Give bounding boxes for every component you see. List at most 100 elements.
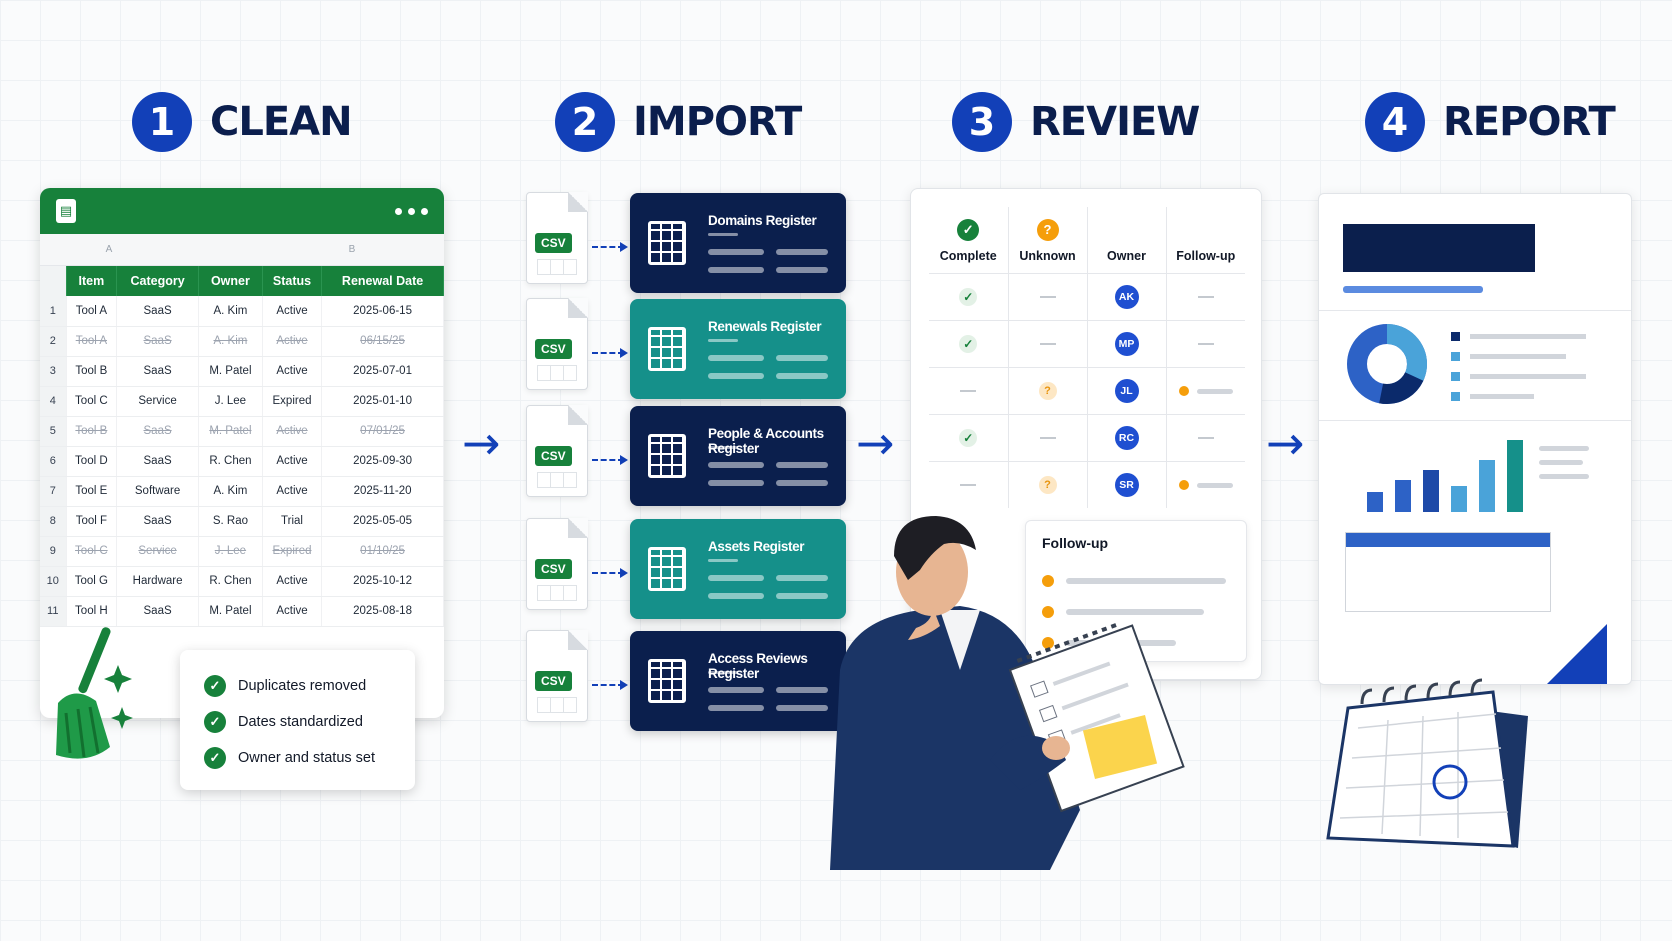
check-icon: ✓ [204, 711, 226, 733]
table-cell[interactable]: 06/15/25 [321, 326, 444, 357]
table-cell[interactable]: Active [262, 566, 323, 597]
table-cell[interactable]: SaaS [116, 356, 199, 387]
step-label: REVIEW [1030, 99, 1200, 145]
review-row[interactable]: ?SR [929, 460, 1245, 508]
csv-file-icon: CSV [526, 630, 588, 722]
review-row[interactable]: ✓RC [929, 413, 1245, 461]
table-cell[interactable]: Tool C [66, 386, 118, 417]
register-card[interactable]: Domains Register [630, 193, 846, 293]
table-cell[interactable]: A. Kim [198, 476, 263, 507]
table-cell[interactable]: Tool D [66, 446, 118, 477]
table-cell[interactable]: Tool A [66, 296, 118, 327]
table-cell[interactable]: SaaS [116, 446, 199, 477]
table-cell[interactable]: SaaS [116, 416, 199, 447]
table-cell[interactable]: Tool A [66, 326, 118, 357]
table-cell[interactable]: Active [262, 476, 323, 507]
review-row[interactable]: ?JL [929, 366, 1245, 414]
table-cell[interactable]: J. Lee [198, 386, 263, 417]
table-icon [648, 221, 686, 265]
table-cell[interactable]: R. Chen [198, 446, 263, 477]
table-cell[interactable]: M. Patel [198, 416, 263, 447]
table-cell[interactable]: Expired [262, 386, 323, 417]
table-cell[interactable]: Trial [262, 506, 323, 537]
table-cell[interactable]: Tool H [66, 596, 118, 627]
table-cell[interactable]: 2025-07-01 [321, 356, 444, 387]
table-cell[interactable]: 2025-11-20 [321, 476, 444, 507]
table-cell[interactable]: Tool B [66, 416, 118, 447]
table-cell[interactable]: 07/01/25 [321, 416, 444, 447]
table-cell[interactable]: Active [262, 326, 323, 357]
table-cell[interactable]: 2025-08-18 [321, 596, 444, 627]
table-cell[interactable]: 2025-09-30 [321, 446, 444, 477]
csv-label: CSV [535, 233, 572, 253]
table-cell[interactable]: A. Kim [198, 326, 263, 357]
check-icon: ✓ [959, 428, 978, 447]
table-cell[interactable]: SaaS [116, 506, 199, 537]
more-options-icon[interactable] [395, 207, 428, 215]
table-cell[interactable]: Tool E [66, 476, 118, 507]
register-card[interactable]: Assets Register [630, 519, 846, 619]
table-cell[interactable]: 01/10/25 [321, 536, 444, 567]
table-cell[interactable]: J. Lee [198, 536, 263, 567]
table-cell[interactable]: Active [262, 356, 323, 387]
table-cell[interactable]: M. Patel [198, 356, 263, 387]
table-cell[interactable]: M. Patel [198, 596, 263, 627]
table-cell[interactable]: SaaS [116, 296, 199, 327]
table-cell[interactable]: Expired [262, 536, 323, 567]
table-cell[interactable]: Service [116, 386, 199, 417]
table-cell[interactable]: Service [116, 536, 199, 567]
table-cell[interactable]: 2025-06-15 [321, 296, 444, 327]
table-cell[interactable]: SaaS [116, 596, 199, 627]
table-cell[interactable]: R. Chen [198, 566, 263, 597]
arrow-right-icon: → [1266, 416, 1305, 470]
table-cell[interactable]: Hardware [116, 566, 199, 597]
column-header[interactable]: Item [66, 266, 118, 296]
column-header[interactable]: Status [262, 266, 323, 296]
review-row[interactable]: ✓MP [929, 319, 1245, 367]
step-number: 2 [555, 92, 615, 152]
question-icon: ? [1038, 381, 1057, 400]
dashed-arrow [592, 242, 628, 252]
table-cell[interactable]: S. Rao [198, 506, 263, 537]
register-card[interactable]: Renewals Register [630, 299, 846, 399]
table-cell[interactable]: Tool B [66, 356, 118, 387]
table-cell[interactable]: SaaS [116, 326, 199, 357]
table-cell[interactable]: Tool C [66, 536, 118, 567]
register-card[interactable]: Access Reviews Register [630, 631, 846, 731]
followup-title: Follow-up [1042, 535, 1109, 551]
table-cell[interactable]: Software [116, 476, 199, 507]
select-all-cell[interactable] [40, 266, 67, 296]
check-label: Owner and status set [238, 750, 376, 766]
table-cell[interactable]: Active [262, 596, 323, 627]
table-cell[interactable]: Active [262, 416, 323, 447]
table-cell[interactable]: Active [262, 296, 323, 327]
column-header[interactable]: Category [116, 266, 199, 296]
table-cell[interactable]: 2025-10-12 [321, 566, 444, 597]
check-item: ✓Owner and status set [204, 740, 391, 776]
table-cell[interactable]: Active [262, 446, 323, 477]
register-card[interactable]: People & Accounts Register [630, 406, 846, 506]
review-row[interactable]: ✓AK [929, 272, 1245, 320]
column-header: ✓Complete [929, 207, 1009, 273]
table-cell[interactable]: A. Kim [198, 296, 263, 327]
column-header[interactable]: Owner [198, 266, 263, 296]
row-number: 4 [40, 386, 67, 417]
table-cell[interactable]: 2025-05-05 [321, 506, 444, 537]
table-cell[interactable]: 2025-01-10 [321, 386, 444, 417]
table-icon [648, 434, 686, 478]
table-cell[interactable]: Tool F [66, 506, 118, 537]
row-number: 2 [40, 326, 67, 357]
table-cell[interactable]: Tool G [66, 566, 118, 597]
column-header[interactable]: Renewal Date [321, 266, 444, 296]
